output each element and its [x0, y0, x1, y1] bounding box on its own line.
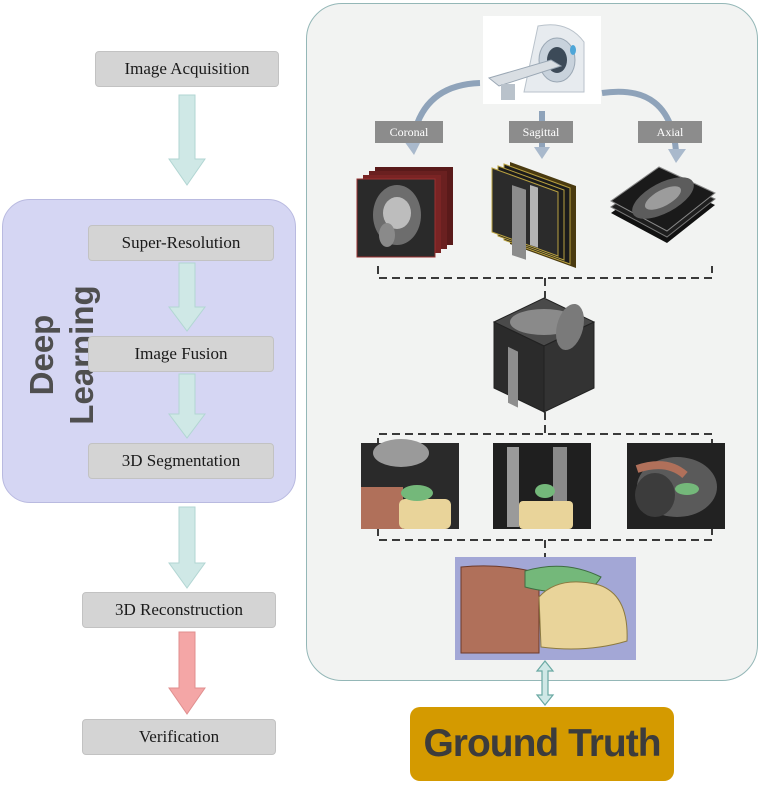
step-image-acquisition: Image Acquisition — [95, 51, 279, 87]
segmentation-axial-icon — [627, 443, 725, 529]
arrow-fusion-to-seg — [168, 373, 206, 439]
reconstruction-3d-icon — [455, 557, 636, 660]
segmentation-sagittal-icon — [493, 443, 591, 529]
sagittal-stack-icon — [491, 162, 576, 268]
segmentation-coronal-icon — [361, 439, 459, 529]
fused-volume-cube-icon — [492, 297, 596, 413]
verification-double-arrow-icon — [535, 660, 555, 706]
arrow-recon-to-verify — [168, 631, 206, 715]
step-3d-reconstruction: 3D Reconstruction — [82, 592, 276, 628]
axial-stack-icon — [610, 166, 716, 243]
step-image-fusion: Image Fusion — [88, 336, 274, 372]
coronal-stack-icon — [356, 167, 453, 258]
view-label-coronal: Coronal — [375, 121, 443, 143]
arrow-sr-to-fusion — [168, 262, 206, 332]
view-label-sagittal: Sagittal — [509, 121, 573, 143]
arrow-dl-to-recon — [168, 506, 206, 589]
step-super-resolution: Super-Resolution — [88, 225, 274, 261]
arrow-acq-to-sr — [168, 94, 206, 186]
ground-truth-box: Ground Truth — [410, 707, 674, 781]
pipeline-arrows — [168, 94, 206, 715]
mri-scanner-icon — [483, 16, 601, 104]
step-3d-segmentation: 3D Segmentation — [88, 443, 274, 479]
view-label-axial: Axial — [638, 121, 702, 143]
step-verification: Verification — [82, 719, 276, 755]
